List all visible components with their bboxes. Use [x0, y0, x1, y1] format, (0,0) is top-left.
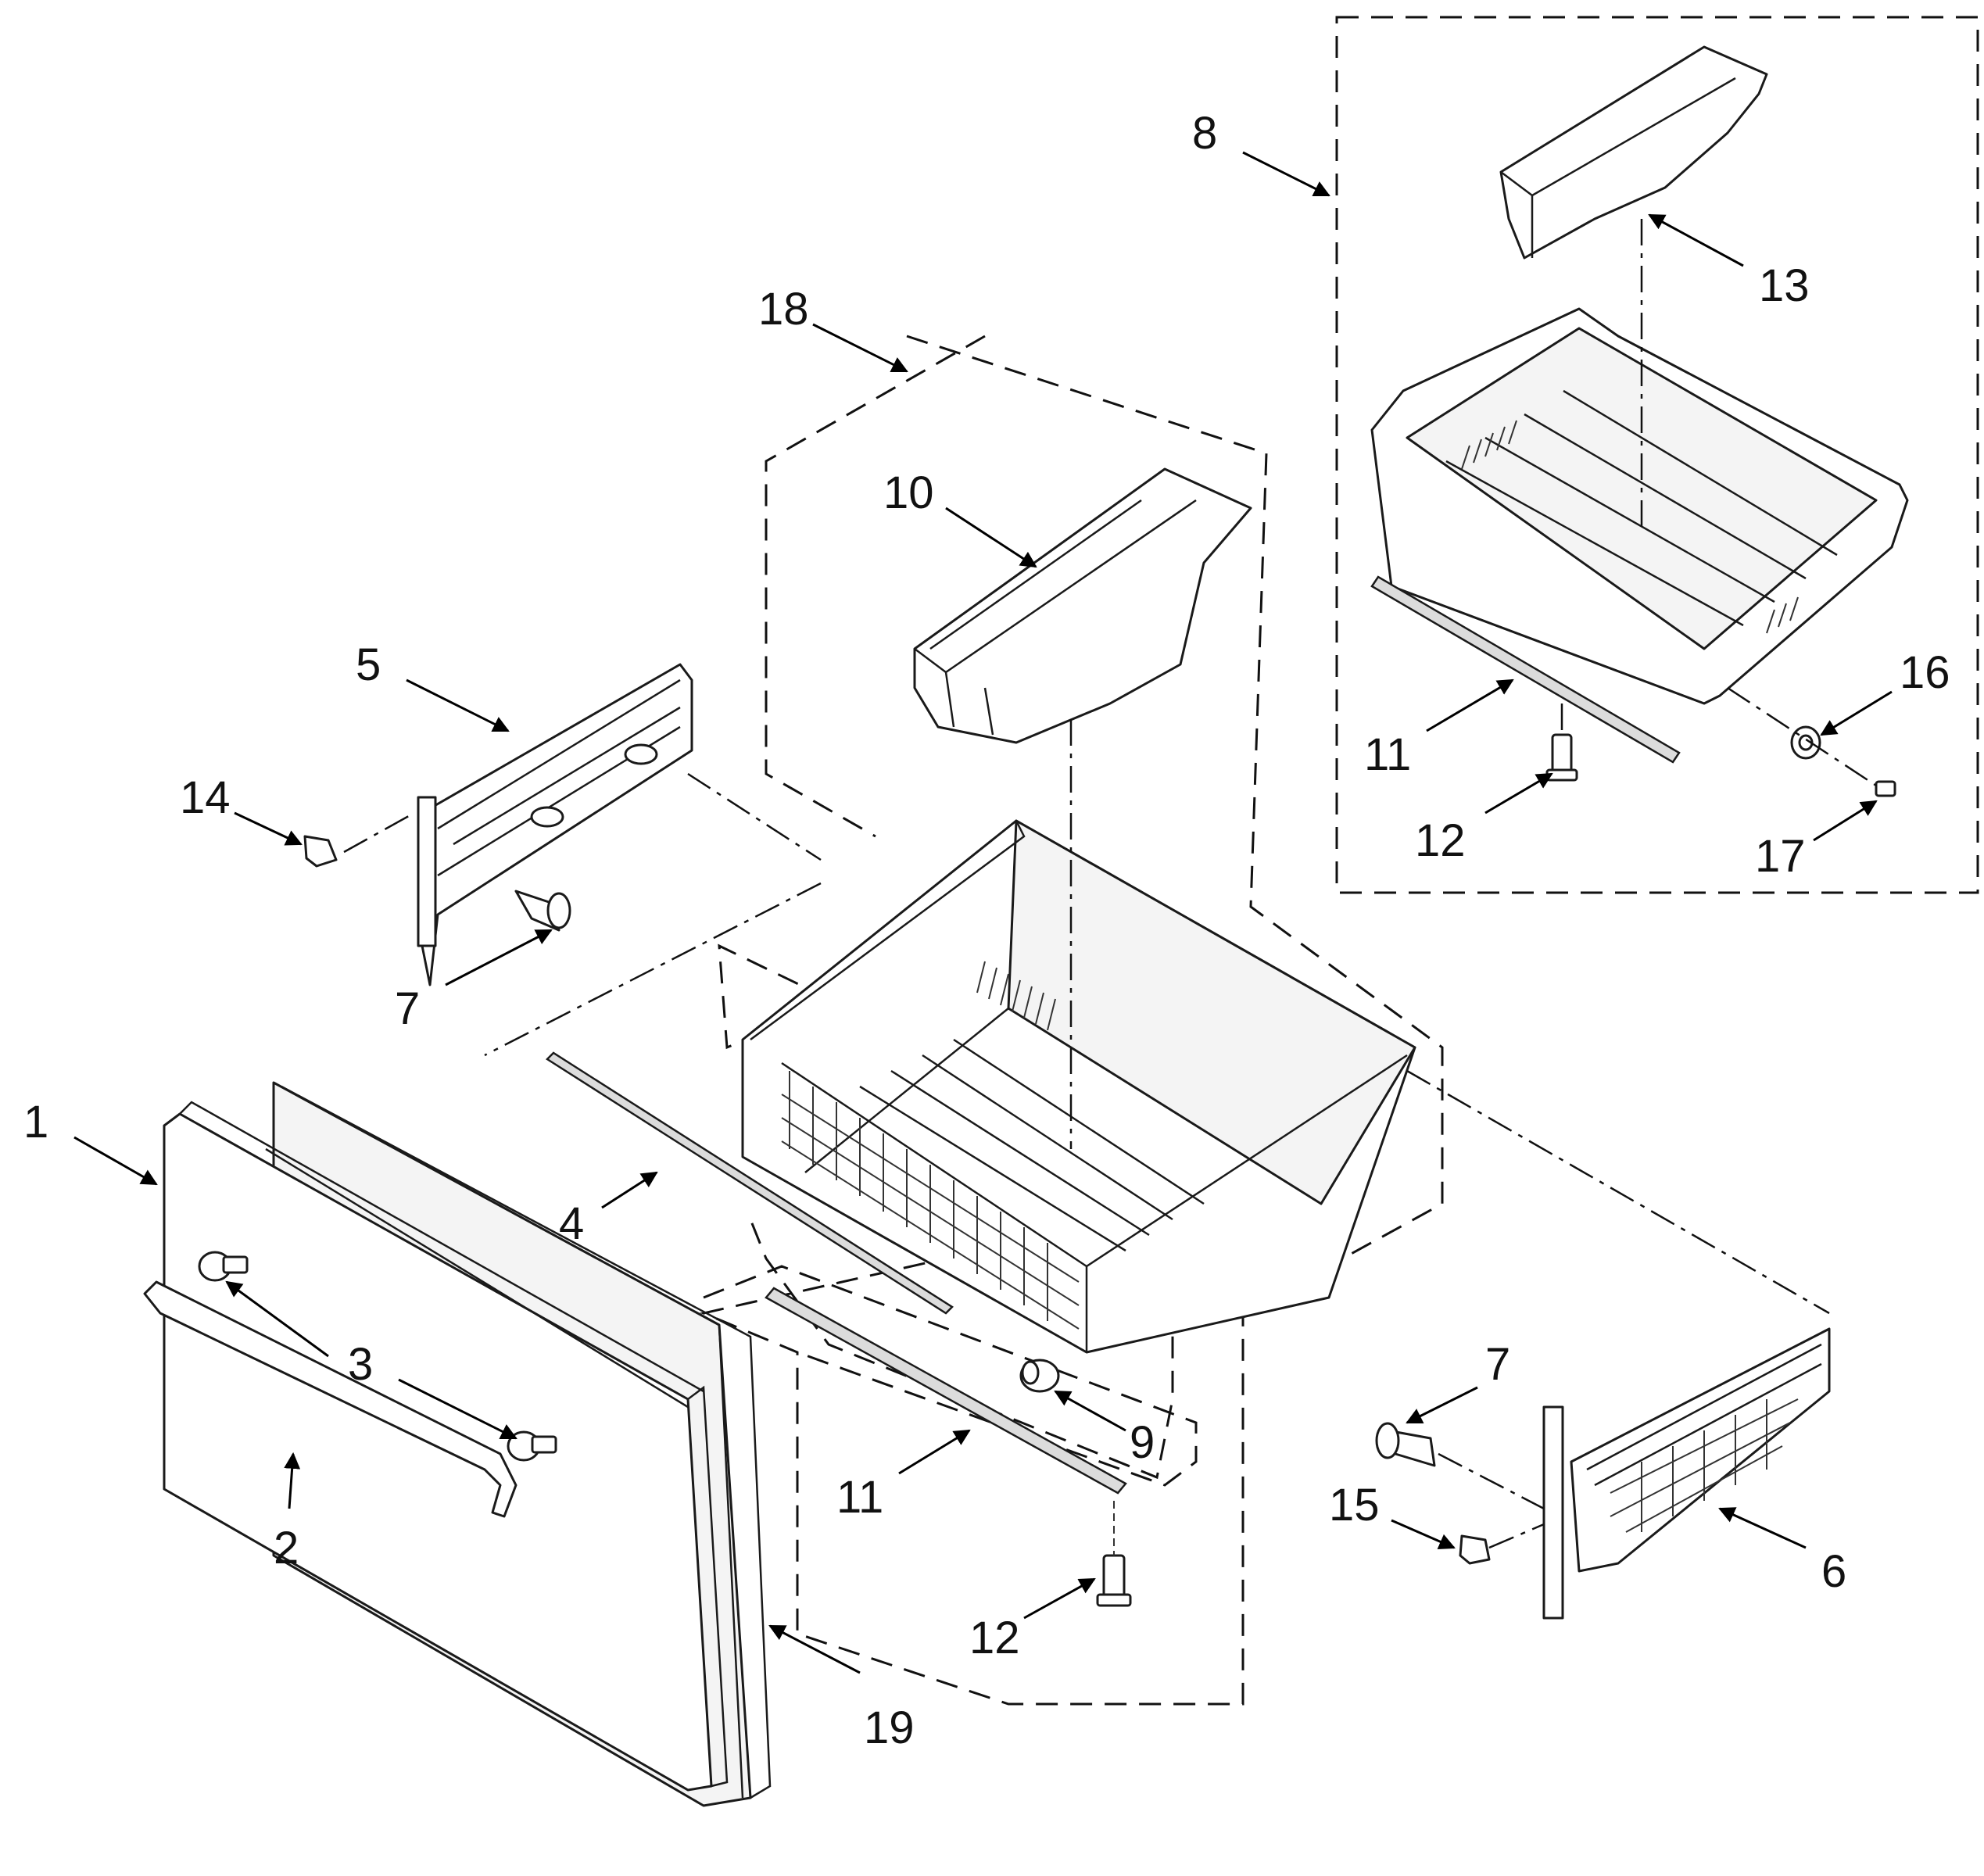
crisper-drawer — [741, 819, 1416, 1354]
callout-13: 13 — [1759, 260, 1810, 311]
callout-labels: 1 2 3 4 5 6 7 7 8 9 10 11 11 12 12 13 14… — [23, 108, 1950, 1753]
part-17-pin — [1875, 780, 1896, 797]
callout-6: 6 — [1821, 1546, 1846, 1597]
callout-15: 15 — [1329, 1480, 1380, 1531]
part-10-bin — [913, 467, 1252, 744]
callout-5: 5 — [356, 639, 381, 690]
callout-4: 4 — [559, 1198, 584, 1249]
part-7-screw-left — [514, 890, 571, 932]
callout-14: 14 — [180, 772, 231, 823]
callout-3: 3 — [348, 1339, 373, 1390]
part-5-left-slide — [417, 663, 693, 986]
callout-12-right: 12 — [1415, 815, 1466, 866]
alignment-line-basket-pins — [1727, 686, 1877, 787]
callout-7-left: 7 — [395, 983, 420, 1034]
callout-12-center: 12 — [969, 1613, 1020, 1663]
callout-17: 17 — [1755, 831, 1806, 882]
part-12-screw-center — [1096, 1501, 1132, 1607]
callout-1: 1 — [23, 1097, 48, 1147]
part-12-screw-right — [1545, 733, 1578, 782]
callout-2: 2 — [274, 1523, 299, 1573]
part-6-right-slide — [1542, 1327, 1831, 1620]
part-16-washer — [1790, 725, 1821, 760]
assembly-8-outline — [1335, 16, 1979, 894]
part-9-roller — [1019, 1359, 1060, 1393]
part-3-screw-lower — [507, 1430, 557, 1462]
part-11-rail-right — [1370, 575, 1681, 764]
callout-18: 18 — [758, 284, 809, 335]
part-2-handle — [143, 1280, 517, 1518]
part-13-tray — [1499, 45, 1768, 260]
part-3-screw-upper — [198, 1251, 249, 1282]
callout-11-right: 11 — [1364, 729, 1411, 780]
part-4-rail — [546, 1051, 954, 1315]
alignment-line-right-slide — [1406, 1069, 1830, 1315]
leader-arrows — [73, 151, 1893, 1674]
callout-19: 19 — [864, 1702, 915, 1753]
alignment-line-left-slide-2 — [484, 882, 822, 1057]
alignment-line-left-slide — [687, 772, 822, 861]
callout-16: 16 — [1900, 647, 1950, 698]
alignment-line-clip14 — [343, 811, 415, 854]
alignment-line-screw7 — [1438, 1452, 1545, 1510]
callout-8: 8 — [1192, 108, 1217, 159]
callout-10: 10 — [883, 467, 934, 518]
part-11-rail-center — [765, 1287, 1127, 1495]
part-14-clip — [303, 835, 338, 868]
part-8-basket — [1370, 307, 1909, 705]
alignment-line-clip15 — [1488, 1523, 1545, 1549]
callout-11-center: 11 — [836, 1472, 883, 1523]
assembly-18-outline-lower-box — [703, 1265, 1198, 1487]
callout-7-right: 7 — [1485, 1339, 1510, 1390]
part-19-gasket — [281, 1085, 772, 1799]
part-15-clip — [1459, 1534, 1491, 1565]
callout-9: 9 — [1130, 1417, 1155, 1468]
assembly-18-outline-upper — [765, 335, 986, 838]
part-7-screw-right — [1375, 1422, 1436, 1467]
